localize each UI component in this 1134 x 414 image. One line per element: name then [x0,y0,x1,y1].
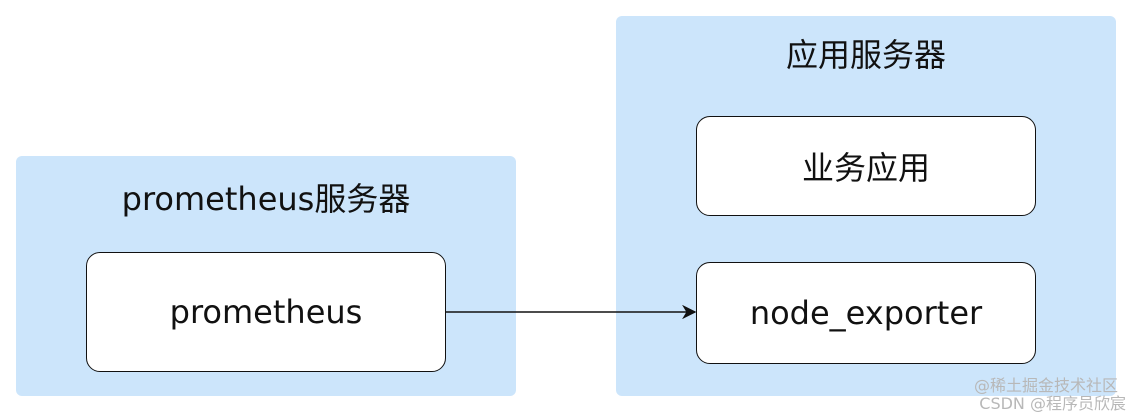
group-title-app-server: 应用服务器 [785,36,946,74]
watermark-csdn: CSDN @程序员欣宸 [979,394,1126,413]
node-business-app: 业务应用 [696,116,1036,216]
group-app-server: 应用服务器 业务应用 node_exporter [616,16,1116,396]
watermark-juejin: @稀土掘金技术社区 [973,376,1118,395]
node-prometheus: prometheus [86,252,446,372]
group-prometheus-server: prometheus服务器 prometheus [16,156,516,396]
group-title-prometheus-server: prometheus服务器 [121,180,411,218]
node-node-exporter: node_exporter [696,262,1036,364]
